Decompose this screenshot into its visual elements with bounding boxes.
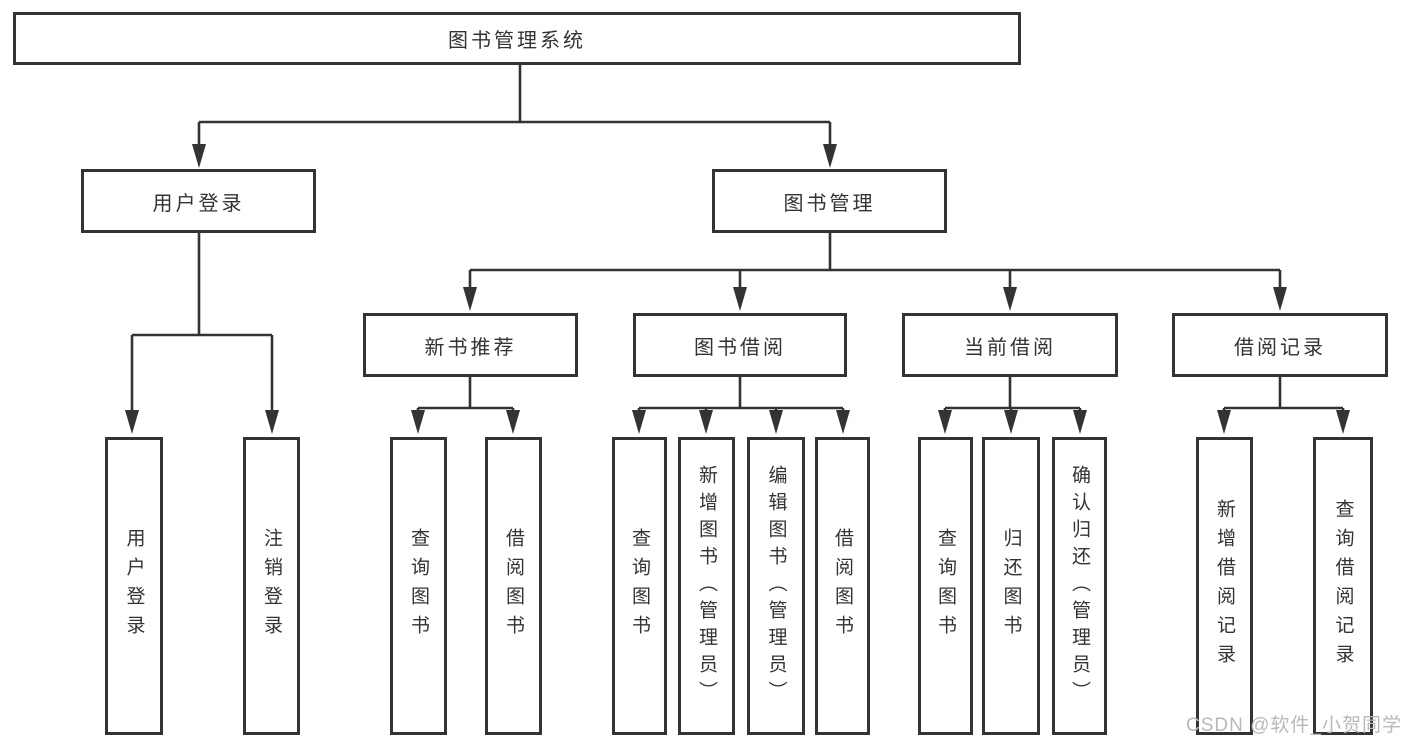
leaf-add-borrow-record-label: 新增借阅记录 bbox=[1214, 499, 1235, 673]
node-book-borrowing: 图书借阅 bbox=[633, 313, 847, 377]
leaf-query-book-current: 查询图书 bbox=[918, 437, 973, 735]
node-book-management: 图书管理 bbox=[712, 169, 947, 233]
node-book-management-label: 图书管理 bbox=[783, 192, 876, 215]
node-borrow-records: 借阅记录 bbox=[1172, 313, 1388, 377]
leaf-borrow-book-borrowing: 借阅图书 bbox=[815, 437, 870, 735]
leaf-borrow-book-newrec-label: 借阅图书 bbox=[503, 528, 524, 644]
leaf-return-book: 归还图书 bbox=[982, 437, 1040, 735]
node-current-borrowing: 当前借阅 bbox=[902, 313, 1118, 377]
leaf-return-book-label: 归还图书 bbox=[1000, 528, 1022, 644]
node-user-login-label: 用户登录 bbox=[152, 192, 245, 215]
leaf-query-book-newrec-label: 查询图书 bbox=[408, 528, 429, 644]
leaf-confirm-return-admin-label: 确认归还（管理员） bbox=[1069, 464, 1090, 708]
leaf-user-login-label: 用户登录 bbox=[123, 528, 145, 644]
leaf-edit-book-admin: 编辑图书（管理员） bbox=[747, 437, 805, 735]
leaf-query-borrow-record: 查询借阅记录 bbox=[1313, 437, 1373, 735]
node-root-label: 图书管理系统 bbox=[448, 30, 586, 52]
node-new-book-recommend: 新书推荐 bbox=[363, 313, 578, 377]
leaf-query-borrow-record-label: 查询借阅记录 bbox=[1332, 499, 1354, 673]
leaf-logout-label: 注销登录 bbox=[261, 528, 282, 644]
leaf-query-book-current-label: 查询图书 bbox=[935, 528, 956, 644]
leaf-borrow-book-newrec: 借阅图书 bbox=[485, 437, 542, 735]
leaf-add-book-admin: 新增图书（管理员） bbox=[678, 437, 735, 735]
leaf-logout: 注销登录 bbox=[243, 437, 300, 735]
leaf-confirm-return-admin: 确认归还（管理员） bbox=[1052, 437, 1107, 735]
leaf-add-borrow-record: 新增借阅记录 bbox=[1196, 437, 1253, 735]
leaf-edit-book-admin-label: 编辑图书（管理员） bbox=[765, 464, 787, 708]
node-new-book-recommend-label: 新书推荐 bbox=[424, 336, 517, 359]
leaf-query-book-borrowing-label: 查询图书 bbox=[629, 528, 650, 644]
leaf-query-book-newrec: 查询图书 bbox=[390, 437, 447, 735]
csdn-watermark: CSDN @软件_小贺同学 bbox=[1186, 715, 1402, 736]
leaf-query-book-borrowing: 查询图书 bbox=[612, 437, 667, 735]
node-current-borrowing-label: 当前借阅 bbox=[964, 336, 1056, 359]
node-book-borrowing-label: 图书借阅 bbox=[694, 336, 786, 359]
leaf-user-login: 用户登录 bbox=[105, 437, 163, 735]
leaf-add-book-admin-label: 新增图书（管理员） bbox=[696, 464, 717, 708]
node-root: 图书管理系统 bbox=[13, 12, 1021, 65]
leaf-borrow-book-borrowing-label: 借阅图书 bbox=[832, 528, 853, 644]
node-borrow-records-label: 借阅记录 bbox=[1234, 336, 1326, 359]
node-user-login: 用户登录 bbox=[81, 169, 316, 233]
